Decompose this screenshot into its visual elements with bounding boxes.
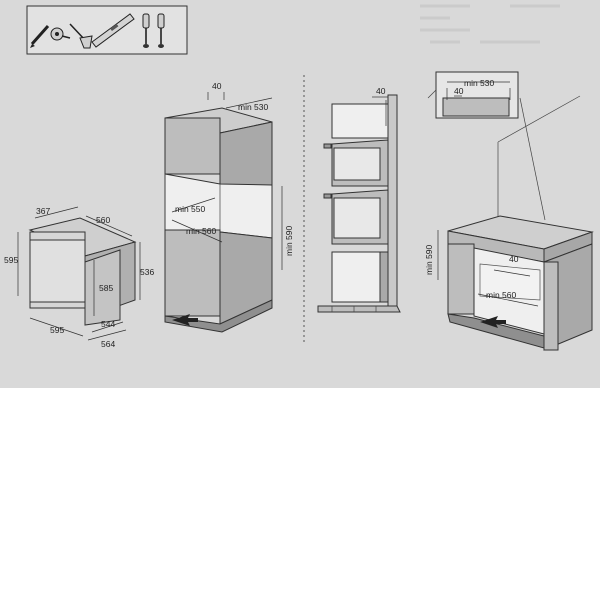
oven-diagram: 367 560 595 536 585 595 544 564	[4, 206, 154, 349]
spirit-level-icon	[91, 13, 135, 48]
under-niche-height-label: min 590	[424, 244, 434, 275]
installation-sheet: 367 560 595 536 585 595 544 564 40 min 5…	[0, 0, 600, 388]
tools-panel	[26, 5, 188, 55]
screwdriver-icon	[142, 13, 150, 48]
tape-measure-icon	[50, 27, 71, 41]
side-top-gap-label: 40	[376, 86, 386, 96]
oven-depth-bottom-label: 544	[101, 319, 115, 329]
oven-depth-top-label: 367	[36, 206, 50, 216]
tall-niche-height-label: min 590	[284, 225, 294, 256]
oven-body-height-label: 585	[99, 283, 113, 293]
oven-height-left-label: 595	[4, 255, 18, 265]
tall-top-gap-label: 40	[212, 81, 222, 91]
under-niche-width-label: min 560	[486, 290, 517, 300]
oven-height-right-label: 536	[140, 267, 154, 277]
side-section-diagram: 40	[317, 86, 401, 313]
tall-niche-depth-label: min 550	[175, 204, 206, 214]
faint-bleed-text	[420, 4, 560, 44]
under-counter-diagram: min 530 40 min 590 40 min 560	[424, 71, 594, 351]
tall-cabinet-diagram: 40 min 530 min 550 min 560 min 590	[164, 81, 294, 333]
under-back-gap-label: 40	[509, 254, 519, 264]
screwdriver-icon	[157, 13, 165, 48]
installation-diagram: 367 560 595 536 585 595 544 564 40 min 5…	[4, 4, 594, 351]
tall-top-min-label: min 530	[238, 102, 269, 112]
oven-width-bottom-label: 595	[50, 325, 64, 335]
drill-icon	[69, 23, 93, 49]
oven-width-top-label: 560	[96, 215, 110, 225]
under-top-gap-label: 40	[454, 86, 464, 96]
under-top-min-label: min 530	[464, 78, 495, 88]
pencil-icon	[30, 25, 50, 48]
tall-niche-width-label: min 560	[186, 226, 217, 236]
oven-depth-side-label: 564	[101, 339, 115, 349]
